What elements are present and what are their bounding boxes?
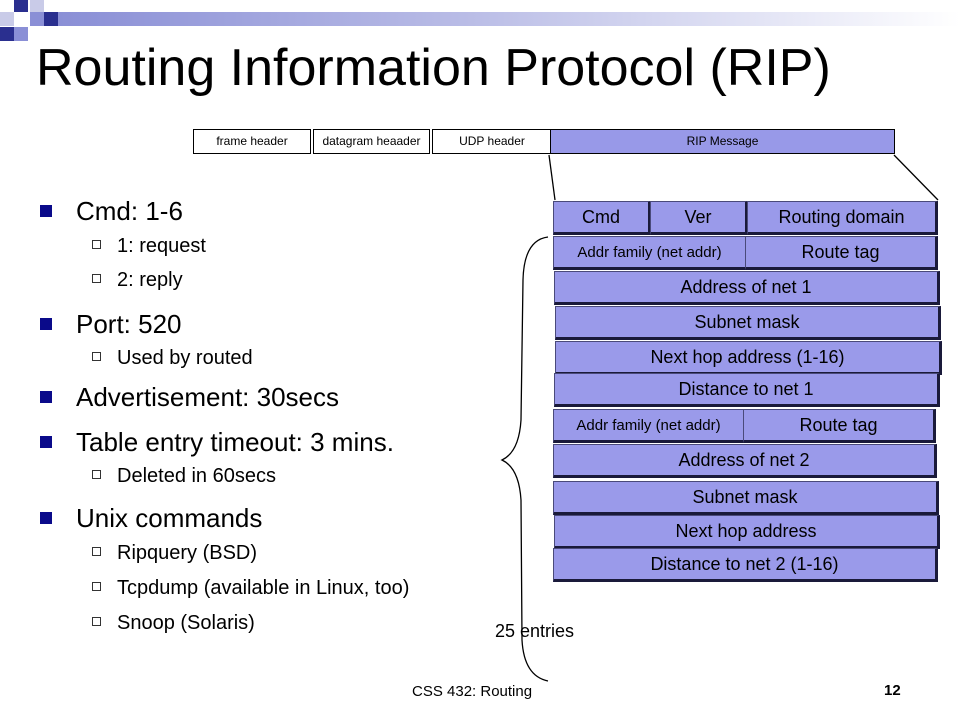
field-cmd: Cmd [553, 201, 651, 235]
bullet-square-icon [40, 205, 52, 217]
field-route-tag-2: Route tag [743, 409, 936, 443]
hollow-square-icon [92, 240, 101, 249]
sub-bullet-ripquery: Ripquery (BSD) [92, 541, 257, 565]
decor-square-4 [30, 12, 44, 26]
page-number: 12 [884, 682, 901, 699]
bullet-cmd: Cmd: 1-6 [40, 196, 183, 226]
field-address-net-1: Address of net 1 [554, 271, 940, 305]
hollow-square-icon [92, 547, 101, 556]
field-address-net-2: Address of net 2 [553, 444, 937, 478]
field-next-hop-1: Next hop address (1-16) [555, 341, 942, 375]
sub-bullet-deleted: Deleted in 60secs [92, 464, 276, 488]
decor-square-1 [14, 0, 28, 12]
field-subnet-mask-2: Subnet mask [553, 481, 939, 515]
hollow-square-icon [92, 617, 101, 626]
decor-square-2 [30, 0, 44, 12]
bullet-square-icon [40, 391, 52, 403]
hollow-square-icon [92, 470, 101, 479]
rip-message-box: RIP Message [550, 129, 895, 154]
bullet-square-icon [40, 318, 52, 330]
bullet-unix-commands: Unix commands [40, 503, 262, 533]
entries-brace [500, 236, 549, 682]
field-route-tag-1: Route tag [745, 236, 938, 270]
field-addr-family-1: Addr family (net addr) [553, 236, 748, 270]
sub-bullet-routed: Used by routed [92, 346, 253, 370]
bullet-port: Port: 520 [40, 309, 182, 339]
decor-square-6 [0, 27, 14, 41]
decor-square-3 [0, 12, 14, 26]
bullet-timeout: Table entry timeout: 3 mins. [40, 427, 394, 457]
hollow-square-icon [92, 352, 101, 361]
title-accent-bar [58, 12, 960, 26]
footer-course: CSS 432: Routing [412, 683, 533, 700]
bullet-square-icon [40, 436, 52, 448]
field-distance-net-2: Distance to net 2 (1-16) [553, 548, 938, 582]
frame-header-box: frame header [193, 129, 311, 154]
field-routing-domain: Routing domain [747, 201, 938, 235]
field-next-hop-2: Next hop address [554, 515, 940, 549]
decor-square-5 [14, 27, 28, 41]
field-distance-net-1: Distance to net 1 [554, 373, 940, 407]
field-subnet-mask-1: Subnet mask [555, 306, 941, 340]
udp-header-box: UDP header [432, 129, 552, 154]
sub-bullet-reply: 2: reply [92, 268, 183, 292]
decor-square-7 [44, 12, 58, 26]
hollow-square-icon [92, 274, 101, 283]
hollow-square-icon [92, 582, 101, 591]
page-title: Routing Information Protocol (RIP) [36, 39, 831, 97]
entries-label: 25 entries [495, 621, 575, 641]
field-addr-family-2: Addr family (net addr) [553, 409, 746, 443]
bullet-advertisement: Advertisement: 30secs [40, 382, 339, 412]
sub-bullet-tcpdump: Tcpdump (available in Linux, too) [92, 576, 409, 600]
field-ver: Ver [650, 201, 748, 235]
sub-bullet-snoop: Snoop (Solaris) [92, 611, 255, 635]
datagram-header-box: datagram heaader [313, 129, 430, 154]
bullet-square-icon [40, 512, 52, 524]
sub-bullet-request: 1: request [92, 234, 206, 258]
